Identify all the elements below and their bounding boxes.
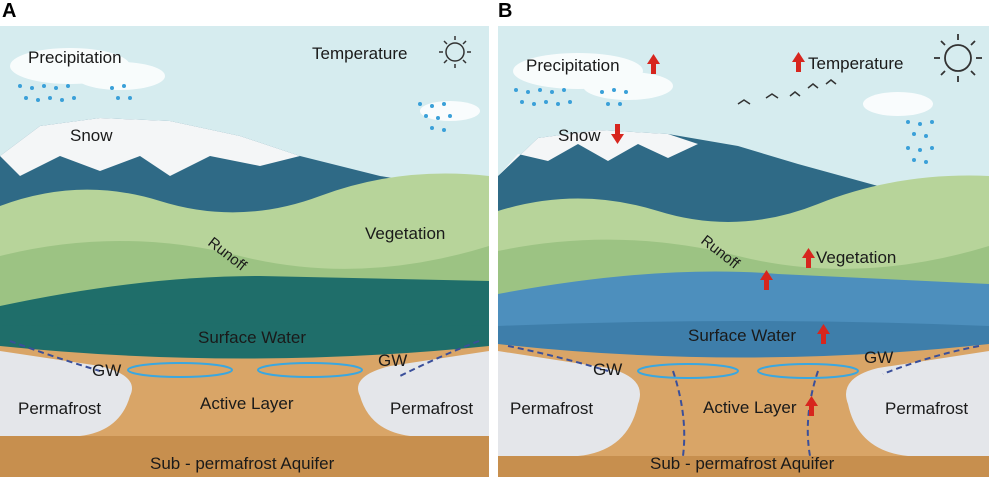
gw-left-label: GW (92, 361, 122, 380)
aquifer-band (0, 436, 489, 477)
panel-a-current-state: Precipitation Temperature Snow Vegetatio… (0, 26, 489, 477)
gw-circulation-arrows (127, 362, 363, 378)
permafrost-right-label: Permafrost (885, 399, 969, 418)
sun-icon (439, 36, 471, 68)
rain-drops (18, 84, 452, 132)
sun-icon (934, 34, 982, 82)
active-layer-label: Active Layer (703, 398, 797, 417)
runoff-up-arrow-icon (760, 270, 773, 290)
gw-circulation-arrows (637, 363, 859, 379)
aquifer-label: Sub - permafrost Aquifer (150, 454, 335, 473)
rain-drops (514, 88, 934, 164)
vegetation-label: Vegetation (816, 248, 897, 267)
surface-water-label: Surface Water (688, 326, 797, 345)
permafrost-right (846, 351, 989, 456)
temperature-label: Temperature (808, 54, 904, 73)
panel-b-scene (498, 26, 989, 477)
soil (498, 326, 989, 477)
aquifer-label: Sub - permafrost Aquifer (650, 454, 835, 473)
snow-cap (498, 130, 698, 176)
clouds (10, 48, 480, 121)
snow-label: Snow (70, 126, 113, 145)
active-layer-up-arrow-icon (805, 396, 818, 416)
lake-bottom (498, 321, 989, 358)
groundwater-flow-arrows (507, 345, 980, 457)
precipitation-label: Precipitation (28, 48, 122, 67)
vegetation-up-arrow-icon (802, 248, 815, 268)
change-arrows (611, 52, 830, 416)
surface-water-label: Surface Water (198, 328, 307, 347)
gw-left-label: GW (593, 360, 623, 379)
surface-water-up-arrow-icon (817, 324, 830, 344)
panel-a-scene (0, 26, 489, 477)
permafrost-left-label: Permafrost (510, 399, 594, 418)
vegetation-label: Vegetation (365, 224, 446, 243)
lake-bottom (0, 323, 489, 359)
permafrost-left (0, 351, 132, 436)
panel-b-letter: B (498, 0, 513, 22)
permafrost-left-label: Permafrost (18, 399, 102, 418)
snow-cap (0, 118, 300, 176)
precipitation-label: Precipitation (526, 56, 620, 75)
permafrost-left (498, 351, 640, 456)
permafrost-right-label: Permafrost (390, 399, 474, 418)
aquifer-band (498, 456, 989, 477)
panel-a-letter: A (2, 0, 17, 22)
gw-right-label: GW (864, 348, 894, 367)
snow-down-arrow-icon (611, 124, 624, 144)
permafrost-right (358, 351, 489, 436)
temperature-up-arrow-icon (792, 52, 805, 72)
snow-label: Snow (558, 126, 601, 145)
clouds (513, 53, 933, 116)
precipitation-up-arrow-icon (647, 54, 660, 74)
groundwater-flow-arrows (9, 340, 480, 377)
active-layer-label: Active Layer (200, 394, 294, 413)
panel-b-future-state: Precipitation Temperature Snow Vegetatio… (498, 26, 989, 477)
gw-right-label: GW (378, 351, 408, 370)
temperature-label: Temperature (312, 44, 408, 63)
birds-icon (737, 79, 837, 105)
